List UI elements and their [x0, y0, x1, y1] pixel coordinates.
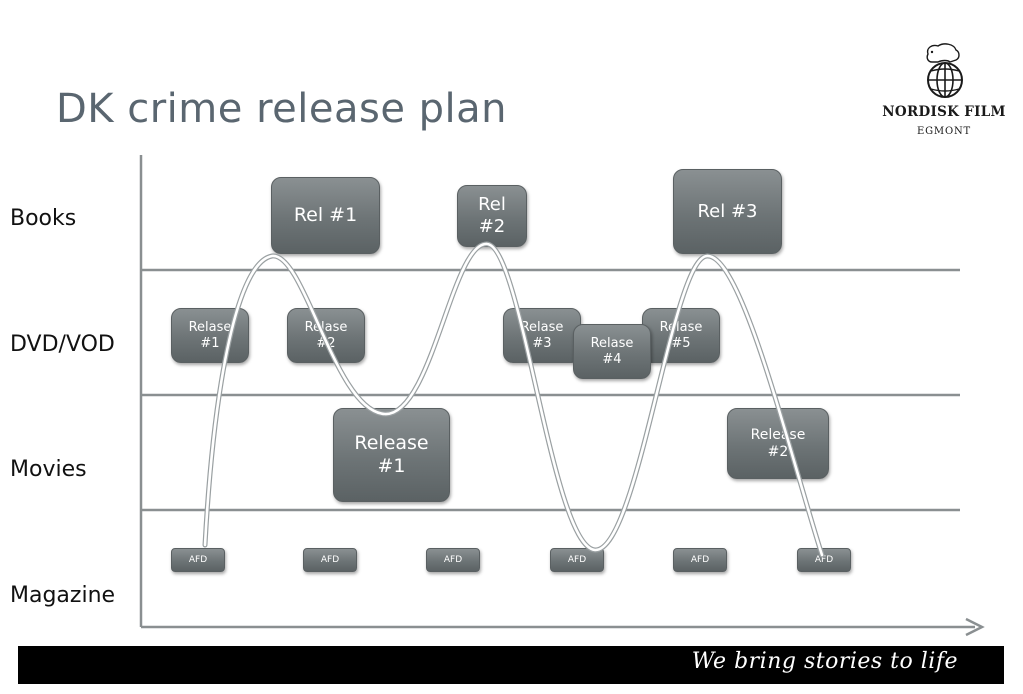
- page-title: DK crime release plan: [56, 86, 508, 132]
- book-release-box: Rel #2: [457, 185, 527, 247]
- time-axis-arrow-icon: [965, 617, 985, 637]
- row-label-movies: Movies: [10, 457, 87, 482]
- dvd-release-box: Relase #3: [503, 308, 581, 363]
- row-label-books: Books: [10, 206, 77, 231]
- dvd-release-box: Relase #4: [573, 324, 651, 379]
- movie-release-box: Release #1: [333, 408, 450, 502]
- footer-bar: We bring stories to life: [18, 646, 1004, 684]
- magazine-afd-box: AFD: [797, 548, 851, 572]
- book-release-box: Rel #1: [271, 177, 380, 254]
- logo-sub: EGMONT: [917, 126, 971, 137]
- logo-name: NORDISK FILM: [882, 104, 1006, 120]
- release-wave: [203, 242, 824, 557]
- book-release-box: Rel #3: [673, 169, 782, 254]
- nordisk-film-logo: NORDISK FILM EGMONT: [878, 40, 1010, 144]
- magazine-afd-box: AFD: [171, 548, 225, 572]
- magazine-afd-box: AFD: [673, 548, 727, 572]
- movie-release-box: Release #2: [727, 408, 829, 479]
- footer-tagline: We bring stories to life: [691, 649, 958, 674]
- dvd-release-box: Relase #5: [642, 308, 720, 363]
- row-label-magazine: Magazine: [10, 583, 116, 608]
- polar-bear-globe-icon: [926, 43, 963, 98]
- dvd-release-box: Relase #1: [171, 308, 249, 363]
- magazine-afd-box: AFD: [303, 548, 357, 572]
- magazine-afd-box: AFD: [426, 548, 480, 572]
- row-label-dvd-vod: DVD/VOD: [10, 332, 115, 357]
- dvd-release-box: Relase #2: [287, 308, 365, 363]
